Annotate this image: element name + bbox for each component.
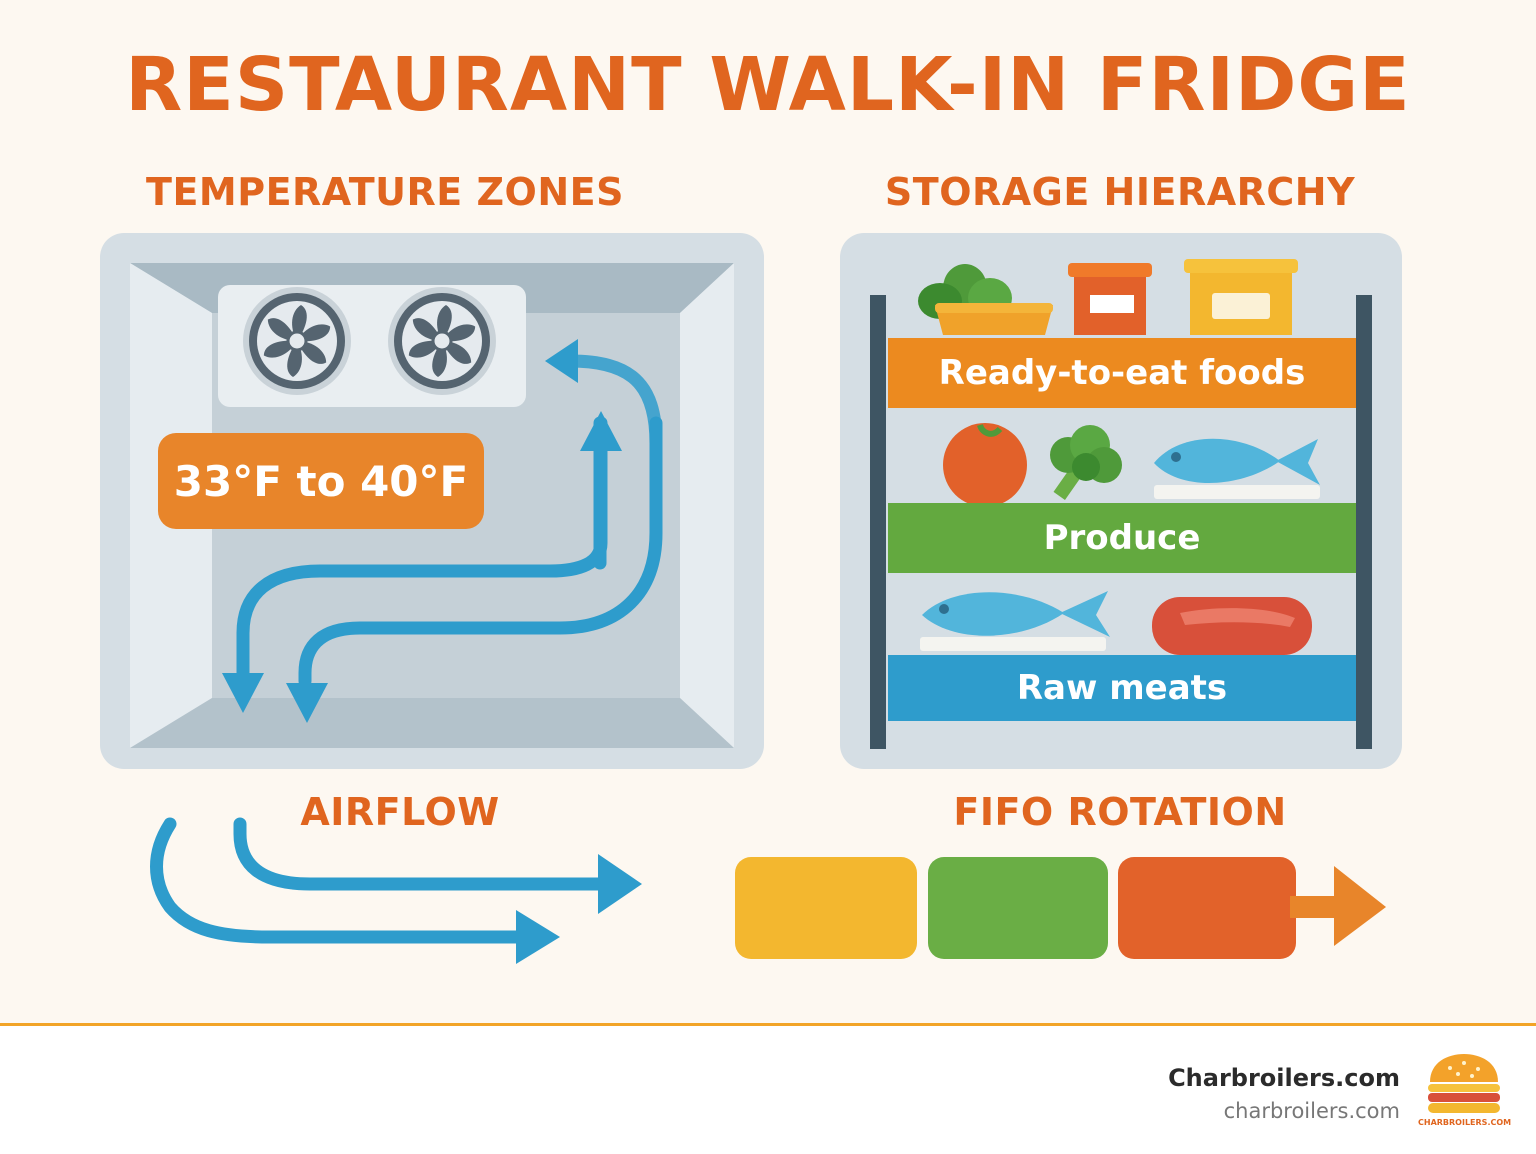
brand-name: Charbroilers.com bbox=[1168, 1064, 1400, 1092]
storage-hierarchy-title: STORAGE HIERARCHY bbox=[884, 170, 1356, 214]
fifo-rotation-title: FIFO ROTATION bbox=[953, 790, 1287, 834]
logo-text: CHARBROILERS.COM bbox=[1418, 1118, 1512, 1127]
brand-url: charbroilers.com bbox=[1223, 1099, 1400, 1123]
fan-icon bbox=[243, 287, 351, 395]
fifo-block-green bbox=[928, 857, 1108, 959]
tomato-icon bbox=[943, 423, 1027, 507]
page-title: RESTAURANT WALK-IN FRIDGE bbox=[125, 42, 1411, 128]
fifo-arrow-icon bbox=[1290, 866, 1386, 946]
fifo-block-red bbox=[1118, 857, 1296, 959]
food-container-icon bbox=[1068, 263, 1152, 335]
broccoli-icon bbox=[1050, 425, 1122, 500]
temperature-range-label: 33°F to 40°F bbox=[158, 433, 484, 529]
burger-logo-icon bbox=[1428, 1054, 1500, 1113]
food-container-icon bbox=[1184, 259, 1298, 335]
shelf-produce: Produce bbox=[888, 503, 1356, 573]
footer-divider bbox=[0, 1023, 1536, 1026]
shelf-ready-to-eat: Ready-to-eat foods bbox=[888, 338, 1356, 408]
fan-icon bbox=[388, 287, 496, 395]
fifo-block-yellow bbox=[735, 857, 917, 959]
walk-in-fridge-illustration bbox=[100, 233, 764, 769]
salad-bowl-icon bbox=[918, 264, 1053, 335]
fish-icon bbox=[920, 591, 1110, 651]
airflow-arrows-icon bbox=[150, 817, 642, 964]
shelf-raw-meats: Raw meats bbox=[888, 655, 1356, 721]
footer bbox=[0, 1026, 1536, 1154]
temperature-zones-title: TEMPERATURE ZONES bbox=[146, 170, 624, 214]
steak-icon bbox=[1152, 597, 1312, 655]
fish-icon bbox=[1154, 438, 1320, 499]
airflow-title: AIRFLOW bbox=[300, 790, 500, 834]
